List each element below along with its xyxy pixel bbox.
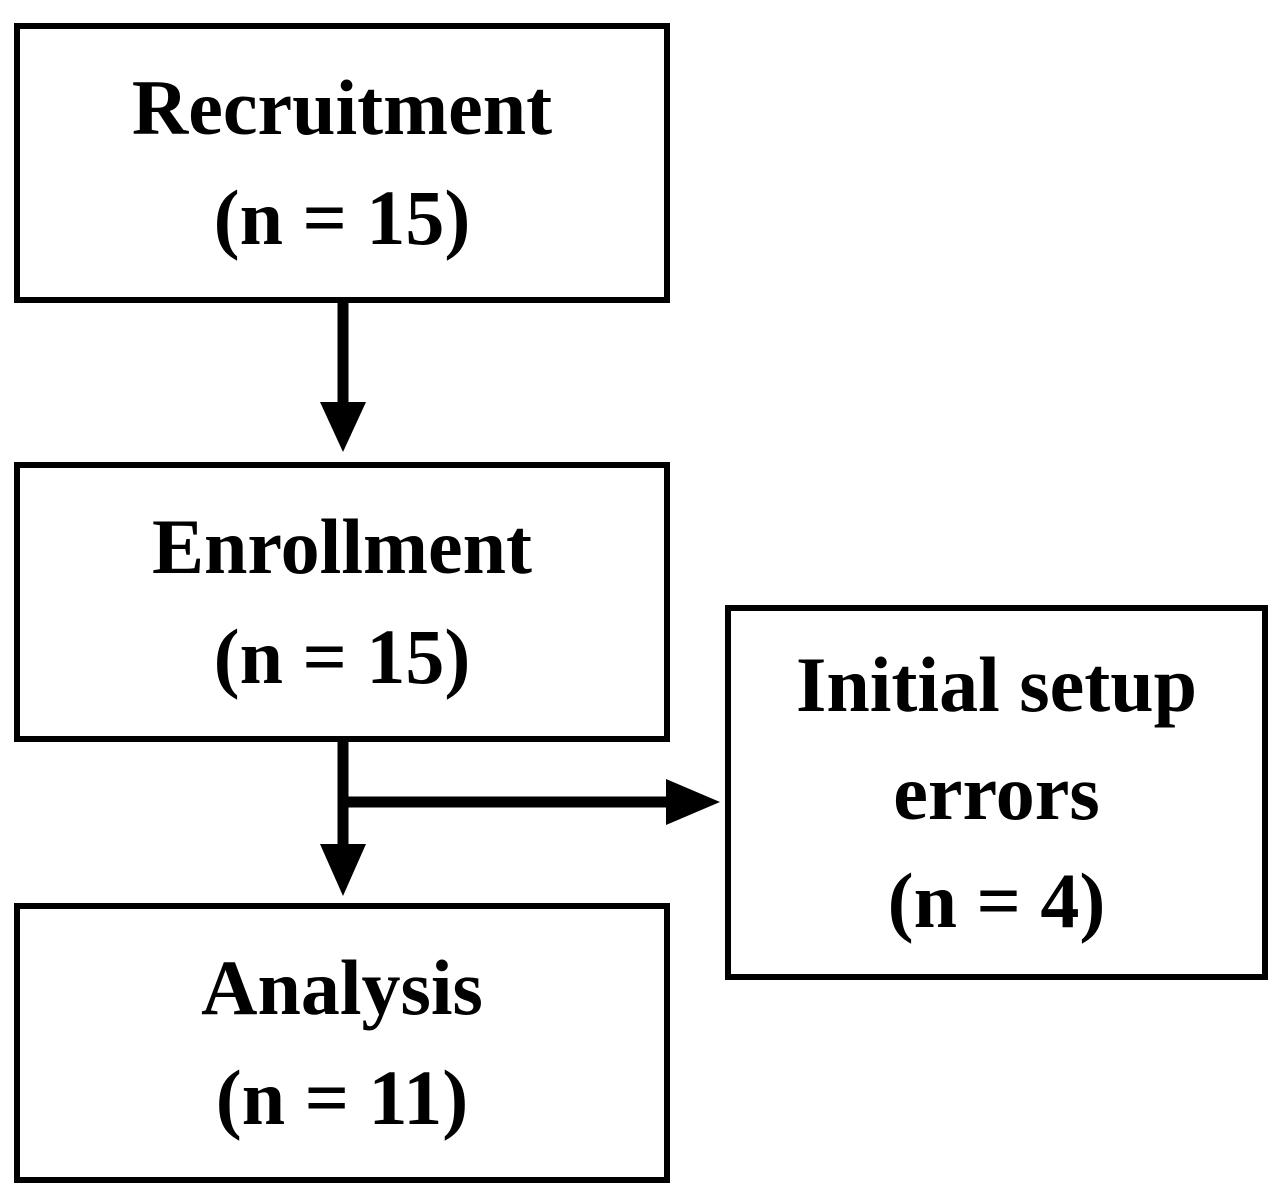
- setup-errors-box: Initial setup errors (n = 4): [725, 605, 1268, 980]
- setup-errors-label-line2: errors: [893, 748, 1100, 836]
- arrow-enrollment-to-analysis-head: [320, 844, 366, 896]
- recruitment-label: Recruitment: [131, 64, 553, 151]
- enrollment-box: Enrollment (n = 15): [14, 462, 670, 742]
- enrollment-count: (n = 15): [213, 613, 471, 700]
- analysis-count: (n = 11): [215, 1054, 469, 1141]
- recruitment-box: Recruitment (n = 15): [14, 23, 670, 303]
- recruitment-count: (n = 15): [213, 174, 471, 261]
- arrow-to-setup-errors-head: [666, 779, 720, 825]
- arrow-recruitment-to-enrollment-head: [320, 402, 366, 452]
- analysis-label: Analysis: [201, 944, 483, 1031]
- setup-errors-label-line1: Initial setup: [796, 640, 1197, 728]
- enrollment-label: Enrollment: [152, 503, 532, 590]
- analysis-box: Analysis (n = 11): [14, 903, 670, 1183]
- setup-errors-count: (n = 4): [887, 856, 1106, 944]
